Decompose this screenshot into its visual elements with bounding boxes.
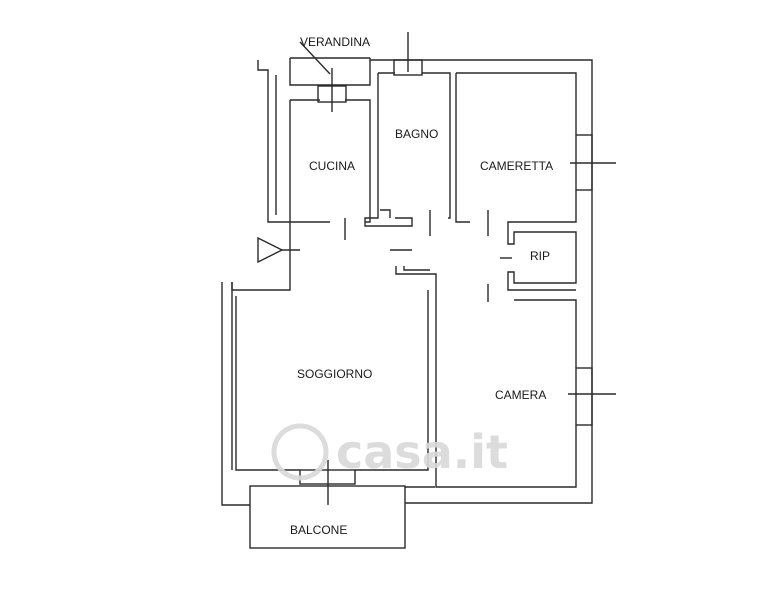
label-verandina: VERANDINA xyxy=(300,35,370,49)
label-rip: RIP xyxy=(530,249,550,263)
label-camera: CAMERA xyxy=(495,388,546,402)
room-cameretta xyxy=(455,72,616,226)
entrance-arrow-icon xyxy=(257,236,300,264)
room-verandina xyxy=(289,41,371,86)
outer-walls xyxy=(221,59,593,549)
label-cucina: CUCINA xyxy=(309,159,355,173)
watermark: casa.it xyxy=(271,423,508,481)
label-balcone: BALCONE xyxy=(290,523,347,537)
watermark-text: casa.it xyxy=(336,425,508,479)
room-camera xyxy=(435,290,616,488)
room-cucina xyxy=(289,68,371,223)
corridor-marks xyxy=(344,210,512,302)
label-bagno: BAGNO xyxy=(395,127,438,141)
room-rip xyxy=(507,226,577,291)
label-soggiorno: SOGGIORNO xyxy=(297,367,372,381)
label-cameretta: CAMERETTA xyxy=(480,159,553,173)
room-bagno xyxy=(364,32,451,227)
